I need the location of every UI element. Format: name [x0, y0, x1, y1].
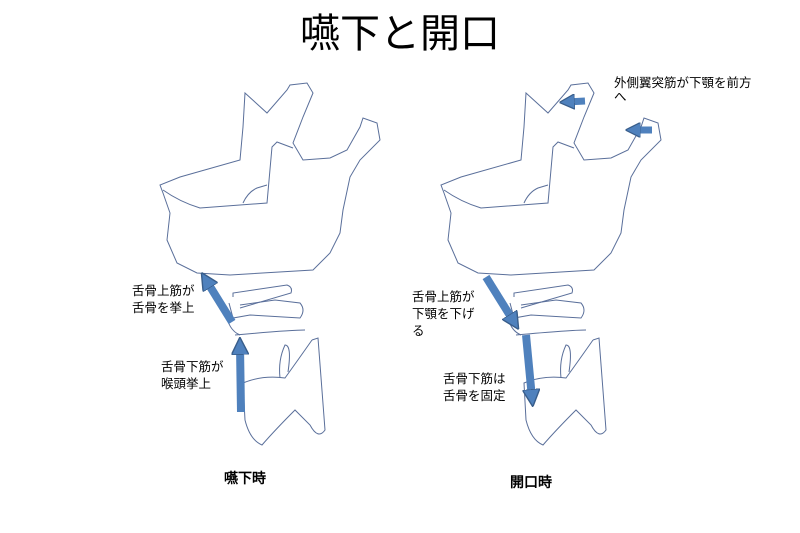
label-suprahyoid-open: 舌骨上筋が 下顎を下げ る: [412, 288, 475, 339]
label-line: 舌骨上筋が: [412, 289, 475, 304]
label-line: 喉頭挙上: [161, 376, 212, 391]
label-line: 舌骨を固定: [443, 388, 506, 403]
suprahyoid-lift-arrow: [206, 280, 236, 325]
label-line: 舌骨上筋が: [132, 283, 195, 298]
label-line: へ: [614, 89, 627, 104]
caption-mouth-opening: 開口時: [510, 475, 552, 491]
label-suprahyoid-swallow: 舌骨上筋が 舌骨を挙上: [132, 282, 195, 316]
label-line: 舌骨下筋は: [443, 371, 506, 386]
label-line: 外側翼突筋が下顎を前方: [614, 75, 752, 90]
label-line: 舌骨下筋が: [161, 359, 224, 374]
infrahyoid-lift-arrow: [240, 346, 241, 413]
label-line: 下顎を下げ: [412, 306, 475, 321]
label-line: 舌骨を挙上: [132, 300, 195, 315]
label-infrahyoid-open: 舌骨下筋は 舌骨を固定: [443, 370, 506, 404]
label-line: る: [412, 323, 425, 338]
infrahyoid-fix-arrow: [522, 334, 532, 398]
label-lateral-pterygoid: 外側翼突筋が下顎を前方 へ: [614, 74, 752, 105]
suprahyoid-depress-arrow: [482, 274, 514, 322]
page-title: 嚥下と開口: [300, 11, 500, 57]
caption-swallowing: 嚥下時: [224, 471, 266, 487]
pterygoid-arrow-upper: [567, 101, 586, 102]
label-infrahyoid-swallow: 舌骨下筋が 喉頭挙上: [161, 358, 224, 392]
